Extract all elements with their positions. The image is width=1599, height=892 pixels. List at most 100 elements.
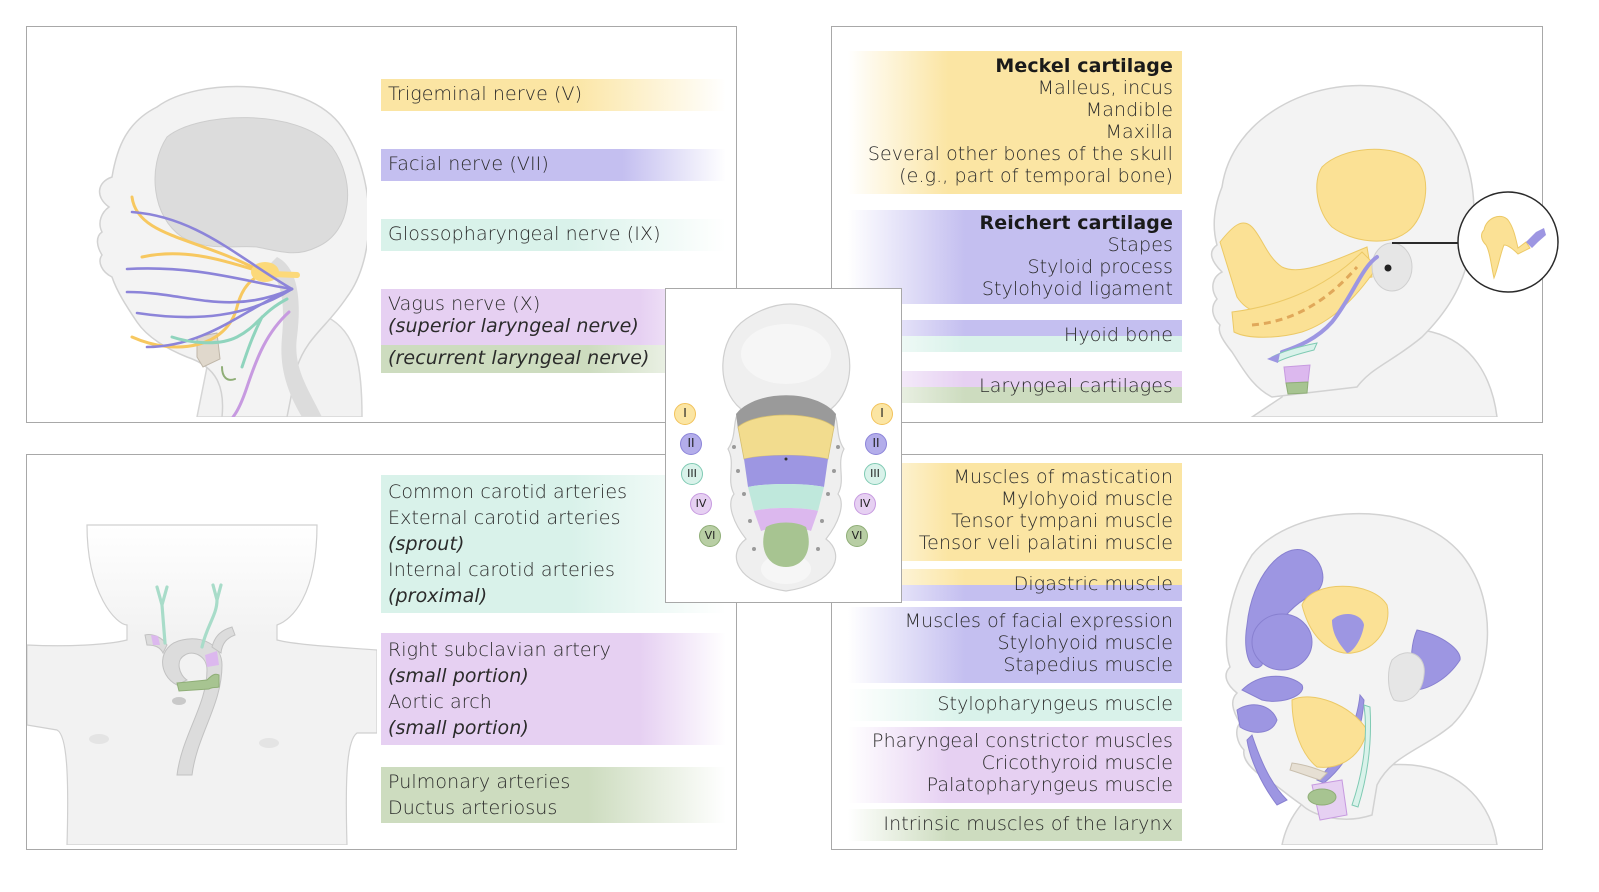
nerve-band-glossopharyngeal: Glossopharyngeal nerve (IX) xyxy=(381,219,726,251)
nerve-band-trigeminal: Trigeminal nerve (V) xyxy=(381,79,726,111)
artery-label: Ductus arteriosus xyxy=(388,797,558,819)
laryngeal-cartilage-upper xyxy=(1283,364,1311,384)
muscle-label: Digastric muscle xyxy=(1013,573,1173,595)
hyoid-bone xyxy=(1271,342,1318,363)
artery-sublabel: (sprout) xyxy=(388,533,465,555)
muscle-label: Cricothyroid muscle xyxy=(981,752,1173,774)
arch-badge-II-left: II xyxy=(680,433,702,455)
artery-label: External carotid arteries xyxy=(388,507,621,529)
arch-VI-region xyxy=(763,522,809,567)
ear-shape xyxy=(1371,242,1413,292)
embryo-arches-illustration xyxy=(722,303,851,592)
muscle-band-arch-II: Muscles of facial expression Stylohyoid … xyxy=(848,607,1182,683)
artery-label: Aortic arch xyxy=(388,691,492,713)
spine-shape xyxy=(267,257,322,417)
derivative-label: Several other bones of the skull xyxy=(867,143,1173,165)
artery-sublabel: (small portion) xyxy=(388,717,529,739)
pulmonary-ductus xyxy=(176,673,220,692)
vagus-nerve xyxy=(231,310,291,417)
muscle-label: Tensor veli palatini muscle xyxy=(918,532,1173,554)
muscle-label: Muscles of mastication xyxy=(953,466,1173,488)
derivative-label: Stapes xyxy=(1107,234,1173,256)
lateral-pterygoid xyxy=(1332,613,1364,653)
derivative-label: Laryngeal cartilages xyxy=(979,375,1173,397)
derivative-label: (e.g., part of temporal bone) xyxy=(899,165,1173,187)
nerve-label: Trigeminal nerve (V) xyxy=(388,83,583,105)
muscle-label: Mylohyoid muscle xyxy=(1000,488,1173,510)
muscle-label: Tensor tympani muscle xyxy=(951,510,1173,532)
arch-badge-VI-left: VI xyxy=(699,525,721,547)
cartilage-heading: Meckel cartilage xyxy=(995,55,1173,77)
artery-label: Common carotid arteries xyxy=(388,481,628,503)
artery-label: Pulmonary arteries xyxy=(388,771,571,793)
left-subclavian xyxy=(211,626,236,654)
derivative-label: Maxilla xyxy=(1105,121,1173,143)
mandible-bone xyxy=(1231,251,1378,338)
muscle-band-arch-III: Stylopharyngeus muscle xyxy=(848,689,1182,721)
nerve-label: Facial nerve (VII) xyxy=(388,153,549,175)
brain-shape xyxy=(154,117,349,254)
artery-sublabel: (small portion) xyxy=(388,665,529,687)
cartilage-band-reichert: Reichert cartilage Stapes Styloid proces… xyxy=(848,210,1182,304)
artery-label: Right subclavian artery xyxy=(388,639,611,661)
common-carotid-left xyxy=(200,583,223,649)
ossicles-magnified-inset xyxy=(1457,191,1559,293)
infant-head-muscles-illustration xyxy=(1225,512,1498,845)
ossicle-callout-line xyxy=(1392,242,1458,244)
panel-artery-derivatives: Common carotid arteries External carotid… xyxy=(26,454,737,850)
artery-band-arch-VI: Pulmonary arteries Ductus arteriosus xyxy=(381,767,726,823)
nerve-sublabel: (recurrent laryngeal nerve) xyxy=(388,347,650,369)
derivative-label: Stylohyoid ligament xyxy=(981,278,1173,300)
cartilage-band-laryngeal: Laryngeal cartilages xyxy=(848,371,1182,403)
muscle-band-arch-IV: Pharyngeal constrictor muscles Cricothyr… xyxy=(848,727,1182,803)
arch-II-region xyxy=(744,455,828,487)
infant-torso-arteries-illustration xyxy=(27,524,377,845)
panel-cartilage-derivatives: Meckel cartilage Malleus, incus Mandible… xyxy=(831,26,1559,423)
infant-head-nerves-illustration xyxy=(96,85,367,417)
muscle-label: Stylopharyngeus muscle xyxy=(937,693,1173,715)
arch-I-region xyxy=(737,414,835,460)
ear-shape xyxy=(1388,652,1425,702)
glossopharyngeal-nerve xyxy=(170,297,289,369)
arch-badge-I-right: I xyxy=(871,403,893,425)
artery-label: Internal carotid arteries xyxy=(388,559,615,581)
artery-band-arch-IV: Right subclavian artery (small portion) … xyxy=(381,633,726,745)
temporal-bone xyxy=(1316,148,1427,242)
malleus-incus xyxy=(1481,215,1531,280)
muscle-label: Stapedius muscle xyxy=(1003,654,1173,676)
derivative-label: Mandible xyxy=(1085,99,1173,121)
arch-badge-I-left: I xyxy=(674,403,696,425)
derivative-label: Styloid process xyxy=(1027,256,1173,278)
larynx-intrinsic xyxy=(1307,788,1337,806)
muscle-label: Intrinsic muscles of the larynx xyxy=(883,813,1173,835)
arch-badge-III-left: III xyxy=(681,463,703,485)
derivative-label: Malleus, incus xyxy=(1037,77,1173,99)
nerve-sublabel: (superior laryngeal nerve) xyxy=(388,315,639,337)
masseter-muscle xyxy=(1291,696,1368,768)
styloid-process xyxy=(1280,255,1379,354)
stylopharyngeus-muscle xyxy=(1351,704,1371,808)
cartilage-band-hyoid: Hyoid bone xyxy=(848,320,1182,352)
cartilage-band-meckel: Meckel cartilage Malleus, incus Mandible… xyxy=(848,51,1182,194)
muscle-label: Muscles of facial expression xyxy=(904,610,1173,632)
muscle-label: Palatopharyngeus muscle xyxy=(926,774,1173,796)
arch-badge-IV-right: IV xyxy=(854,493,876,515)
muscle-label: Pharyngeal constrictor muscles xyxy=(872,730,1173,752)
pharyngeal-pouch-dots xyxy=(732,445,840,551)
cartilage-heading: Reichert cartilage xyxy=(979,212,1173,234)
arch-badge-IV-left: IV xyxy=(690,493,712,515)
recurrent-laryngeal-nerve xyxy=(221,366,236,381)
infant-skull-cartilage-illustration xyxy=(1210,84,1498,417)
common-carotid-right xyxy=(155,585,169,645)
muscle-band-digastric: Digastric muscle xyxy=(848,569,1182,601)
laryngeal-cartilage-lower xyxy=(1285,381,1309,395)
artery-sublabel: (proximal) xyxy=(388,585,488,607)
muscle-band-arch-I: Muscles of mastication Mylohyoid muscle … xyxy=(848,463,1182,561)
derivative-label: Hyoid bone xyxy=(1064,324,1173,346)
nerve-label: Vagus nerve (X) xyxy=(388,293,541,315)
panel-muscle-derivatives: Muscles of mastication Mylohyoid muscle … xyxy=(831,454,1543,850)
arch-badge-III-right: III xyxy=(864,463,886,485)
nerve-band-facial: Facial nerve (VII) xyxy=(381,149,726,181)
muscle-label: Stylohyoid muscle xyxy=(997,632,1173,654)
stapes xyxy=(1526,228,1546,248)
